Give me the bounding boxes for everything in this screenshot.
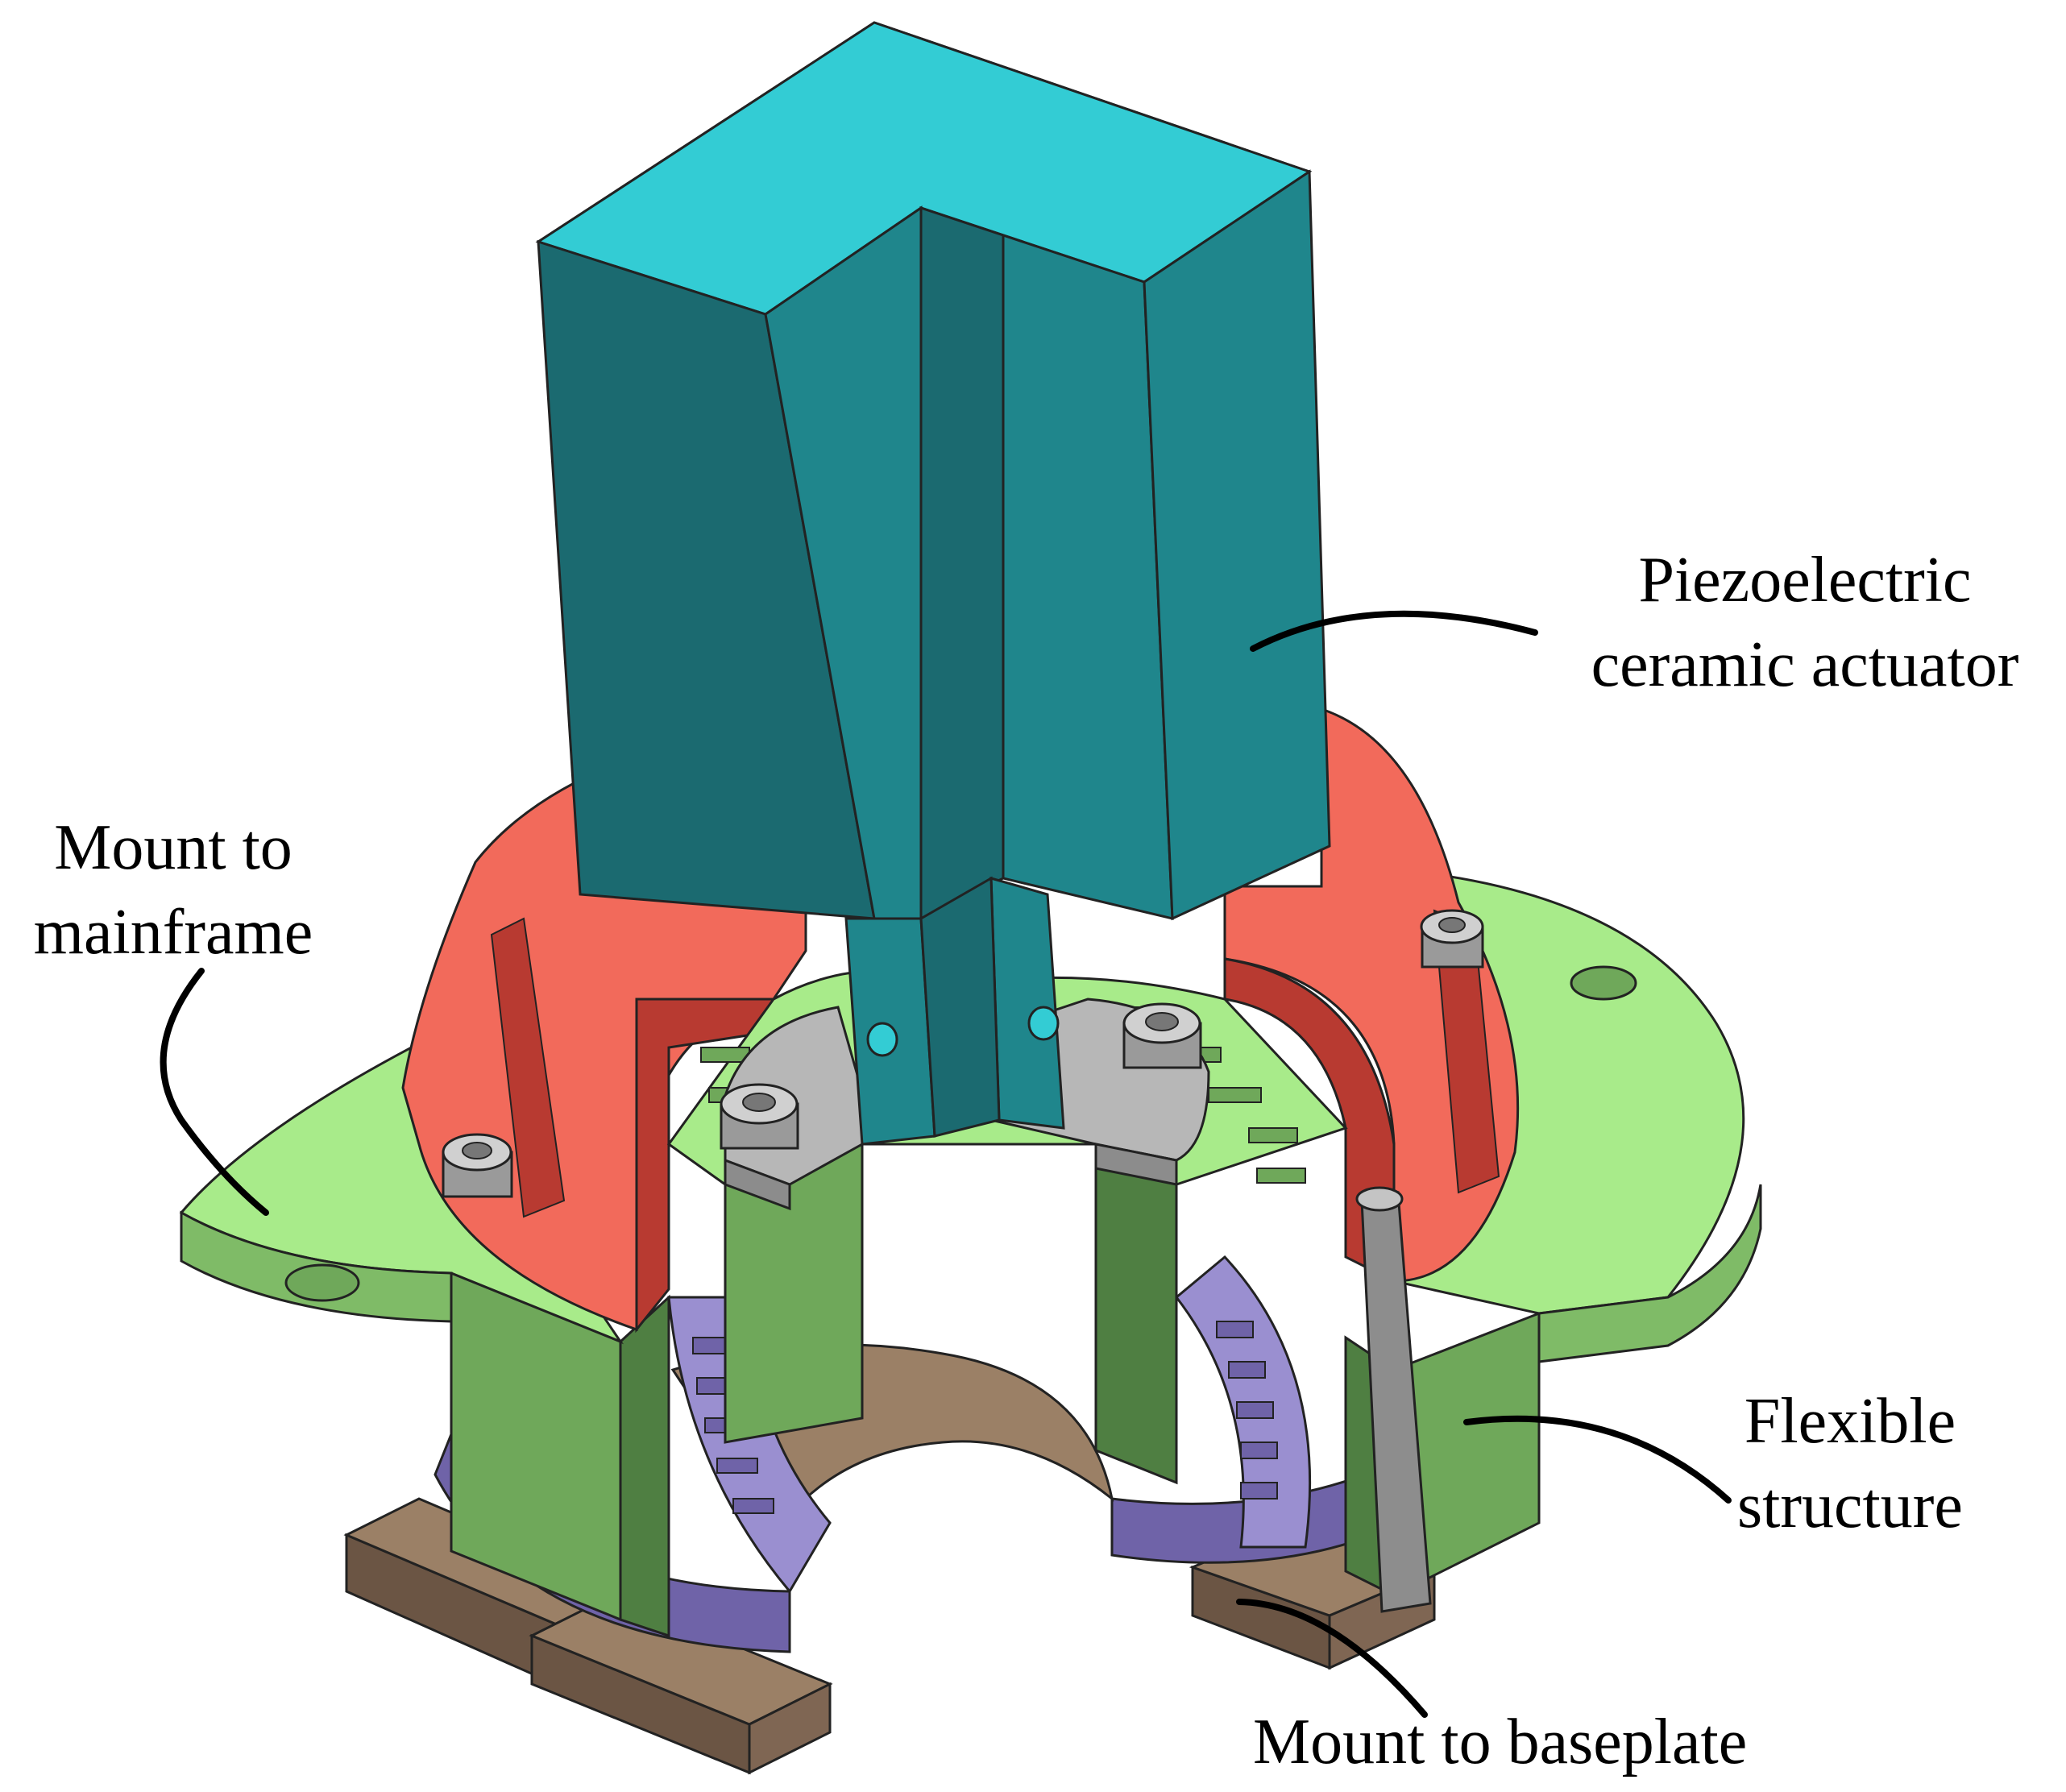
hex-screws <box>442 909 1484 1198</box>
actuator-left-leg-hole <box>866 1022 898 1057</box>
clamp-plate-right-edge <box>1094 1143 1178 1186</box>
green-body-left-wall <box>619 1294 670 1638</box>
label-flexible-line-2: structure <box>1737 1471 1963 1541</box>
screw-left-clamp <box>720 1083 799 1150</box>
label-flexible-structure: Flexible structure <box>1705 1379 1995 1549</box>
green-core-right <box>1094 1142 1178 1485</box>
actuator-center-slot <box>919 205 1005 921</box>
actuator-right-leg <box>989 876 1065 1130</box>
label-baseplate-line-1: Mount to baseplate <box>1253 1707 1748 1777</box>
label-mainframe-line-1: Mount to <box>54 812 292 883</box>
label-piezo-line-1: Piezoelectric <box>1638 545 1972 616</box>
leader-line-flexible <box>1463 1415 1732 1504</box>
flange-left-mounting-hole <box>284 1263 360 1302</box>
flex-serpentine-right <box>1216 1321 1278 1500</box>
label-mainframe-line-2: mainframe <box>33 897 313 968</box>
piezoelectric-actuator <box>535 21 1331 1146</box>
actuator-leg-gap <box>919 876 1001 1138</box>
label-piezoelectric-ceramic-actuator: Piezoelectric ceramic actuator <box>1555 538 2055 707</box>
label-mount-to-mainframe: Mount to mainframe <box>16 806 330 975</box>
flange-right-front <box>1537 1184 1762 1363</box>
label-piezo-line-2: ceramic actuator <box>1591 629 2019 700</box>
flange-right-mounting-hole <box>1570 965 1637 1001</box>
leader-line-baseplate <box>1236 1599 1428 1718</box>
leader-line-mainframe <box>160 968 269 1216</box>
vertical-bolt <box>1355 1186 1432 1613</box>
screw-left-housing <box>442 1133 513 1198</box>
screw-right-clamp <box>1122 1002 1202 1069</box>
leader-line-piezo <box>1250 610 1538 652</box>
actuator-right-face <box>1143 169 1331 921</box>
clamp-plate-left-edge <box>724 1158 791 1211</box>
red-housing-left-shadow <box>490 917 566 1218</box>
leader-lines <box>160 610 1732 1718</box>
screw-right-housing <box>1420 909 1484 969</box>
label-mount-to-baseplate: Mount to baseplate <box>1253 1700 1817 1785</box>
vertical-bolt-head <box>1355 1186 1404 1212</box>
actuator-right-leg-hole <box>1027 1006 1060 1041</box>
baseplate-center-side <box>748 1682 832 1775</box>
label-flexible-line-1: Flexible <box>1744 1386 1956 1457</box>
red-housing-right-outer <box>1223 707 1520 1283</box>
